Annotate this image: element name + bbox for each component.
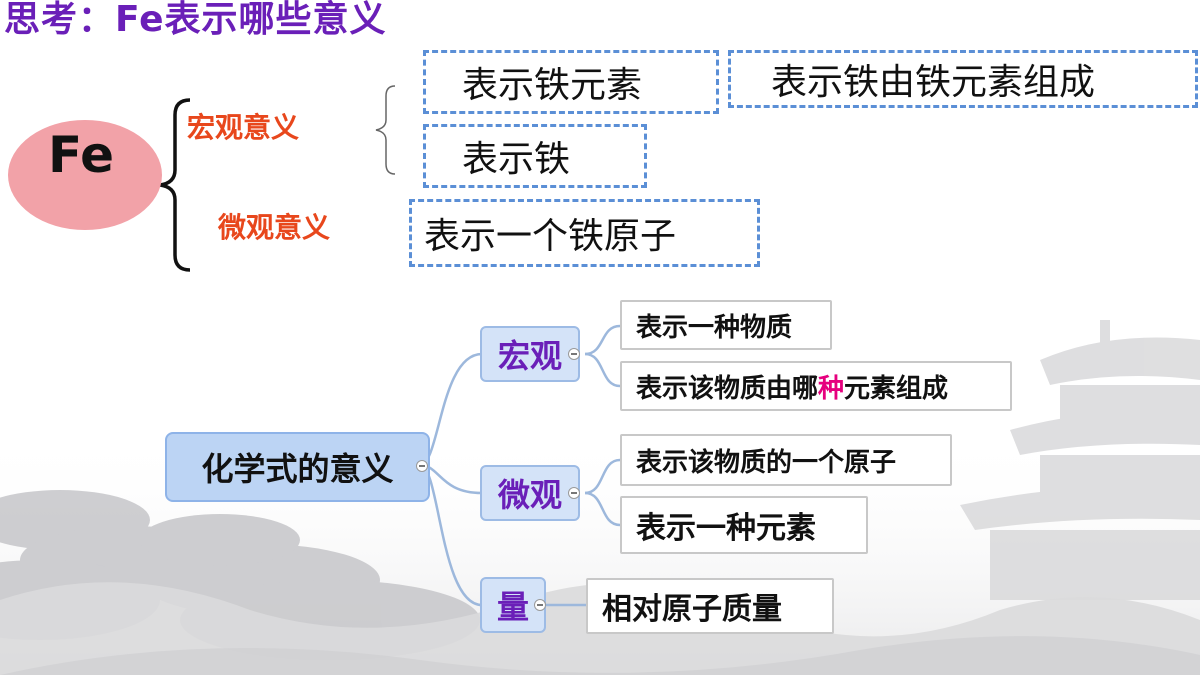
branch-label-macro: 宏观 (497, 337, 562, 375)
leaf-micro-one-element[interactable]: 表示一种元素 (620, 496, 868, 554)
micro-meaning-label: 微观意义 (218, 211, 331, 244)
fe-symbol: Fe (48, 126, 115, 184)
fe-ellipse (8, 120, 162, 230)
connector-macro-leaf1 (584, 324, 621, 356)
small-left-brace (375, 85, 396, 175)
macro-box-element: 表示铁元素 (423, 50, 719, 114)
micro-box-atom: 表示一个铁原子 (409, 199, 760, 267)
collapse-quantity-icon[interactable] (534, 599, 546, 611)
connector-micro-leaf1 (584, 458, 621, 495)
branch-node-micro[interactable]: 微观 (480, 465, 580, 521)
mindmap-root-node[interactable]: 化学式的意义 (165, 432, 430, 502)
leaf-micro-one-atom[interactable]: 表示该物质的一个原子 (620, 434, 952, 486)
branch-label-micro: 微观 (497, 476, 562, 514)
connector-macro-leaf2 (584, 352, 621, 388)
collapse-root-icon[interactable] (416, 460, 428, 472)
leaf-macro-composition-highlight: 种 (818, 373, 845, 404)
branch-node-quantity[interactable]: 量 (480, 577, 546, 633)
big-left-brace (159, 98, 191, 272)
branch-node-macro[interactable]: 宏观 (480, 326, 580, 382)
collapse-macro-icon[interactable] (568, 348, 580, 360)
page-title: 思考：Fe表示哪些意义 (4, 0, 387, 40)
leaf-macro-composition-pre: 表示该物质由哪 (636, 373, 819, 404)
macro-meaning-label: 宏观意义 (187, 111, 300, 144)
branch-label-quantity: 量 (496, 588, 529, 626)
leaf-quantity-relative-atomic-mass[interactable]: 相对原子质量 (586, 578, 834, 634)
macro-box-substance: 表示铁 (423, 124, 647, 188)
leaf-macro-composition[interactable]: 表示该物质由哪种元素组成 (620, 361, 1012, 411)
connector-micro-leaf2 (584, 491, 621, 527)
macro-box-composition: 表示铁由铁元素组成 (728, 50, 1198, 108)
leaf-macro-one-substance[interactable]: 表示一种物质 (620, 300, 832, 350)
mindmap-root-label: 化学式的意义 (201, 450, 394, 488)
leaf-macro-composition-post: 元素组成 (844, 373, 949, 404)
pavilion-silhouette (960, 320, 1200, 600)
collapse-micro-icon[interactable] (568, 487, 580, 499)
